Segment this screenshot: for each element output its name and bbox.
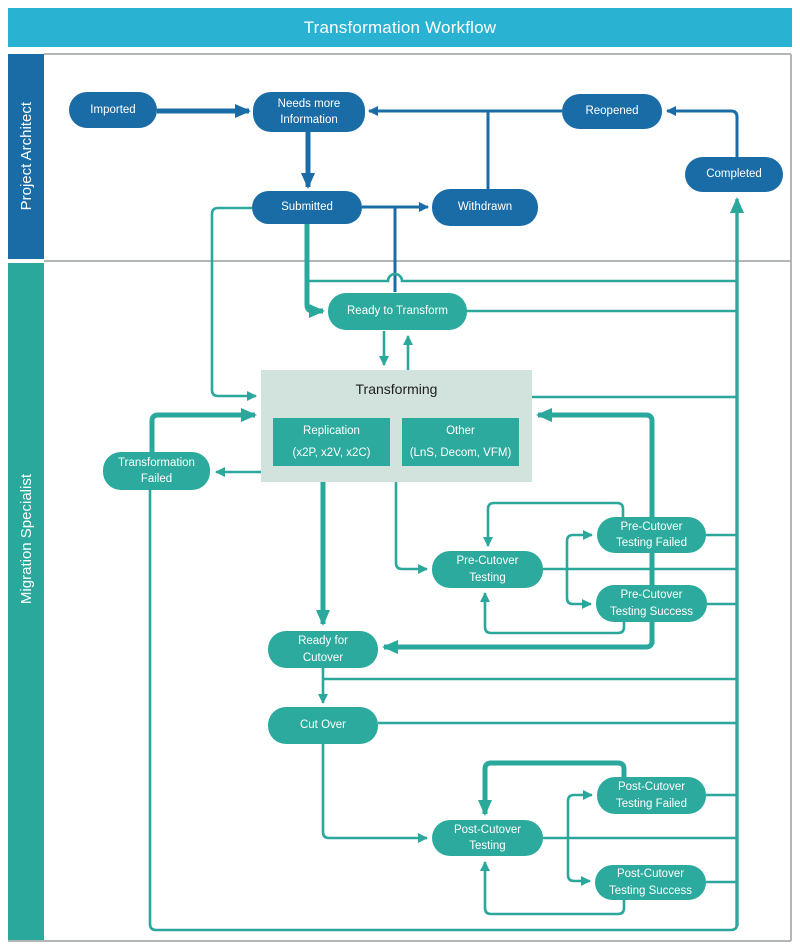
node-ready-to-transform[interactable]: Ready to Transform (328, 293, 467, 330)
node-pre-cutover-testing-success[interactable]: Pre-Cutover Testing Success (596, 585, 707, 622)
edge-post-cutover-testing-to-post-cutover-testing-success (566, 838, 591, 886)
node-reopened[interactable]: Reopened (562, 94, 662, 129)
node-withdrawn[interactable]: Withdrawn (432, 189, 538, 226)
diagram-title: Transformation Workflow (303, 17, 497, 37)
edge-post-cutover-testing-to-post-cutover-testing-failed (566, 790, 593, 838)
node-post-cutover-testing-failed[interactable]: Post-Cutover Testing Failed (597, 777, 706, 814)
lane-label-migration-specialist: Migration Specialist (8, 263, 44, 940)
edge-pre-cutover-testing-failed-to-pre-cutover-testing (483, 501, 625, 547)
edge-submitted-to-transforming (210, 206, 257, 401)
edge-cut-over-to-post-cutover-testing (321, 744, 428, 843)
node-replication[interactable]: Replication (x2P, x2V, x2C) (273, 418, 390, 466)
edge-transformation-failed-to-transforming (149, 408, 257, 452)
edge-pre-cutover-testing-to-pre-cutover-testing-success (565, 569, 592, 609)
node-cut-over[interactable]: Cut Over (268, 707, 378, 744)
node-pre-cutover-testing[interactable]: Pre-Cutover Testing (432, 551, 543, 588)
edge-transforming-to-pre-cutover-testing (394, 482, 428, 574)
transforming-title: Transforming (355, 381, 438, 397)
edge-pre-cutover-testing-to-pre-cutover-testing-failed (565, 530, 593, 569)
node-transformation-failed[interactable]: Transformation Failed (103, 452, 210, 490)
node-imported[interactable]: Imported (69, 92, 157, 128)
edge-pre-cutover-testing-failed-to-transforming (536, 408, 655, 644)
node-needs-more-information[interactable]: Needs more Information (253, 92, 365, 132)
node-other[interactable]: Other (LnS, Decom, VFM) (402, 418, 519, 466)
edge-pre-cutover-testing-success-to-ready-for-cutover (382, 622, 655, 654)
node-ready-for-cutover[interactable]: Ready for Cutover (268, 631, 378, 668)
edge-completed-to-reopened (666, 106, 739, 157)
node-transforming[interactable]: Transforming Replication (x2P, x2V, x2C)… (261, 370, 532, 482)
node-pre-cutover-testing-failed[interactable]: Pre-Cutover Testing Failed (597, 517, 706, 553)
edge-post-cutover-testing-success-to-post-cutover-testing (480, 861, 626, 916)
node-post-cutover-testing-success[interactable]: Post-Cutover Testing Success (595, 865, 706, 900)
node-completed[interactable]: Completed (685, 157, 783, 192)
node-post-cutover-testing[interactable]: Post-Cutover Testing (432, 820, 543, 856)
edge-submitted-to-ready-to-transform (304, 223, 325, 318)
edge-submitted-to-completed-rail (307, 272, 736, 283)
edge-transformation-failed-to-completed-rail (148, 490, 739, 932)
edge-pre-cutover-testing-success-to-pre-cutover-testing (480, 592, 626, 635)
lane-label-project-architect: Project Architect (8, 54, 44, 259)
edge-post-cutover-testing-failed-to-post-cutover-testing (478, 760, 627, 816)
diagram-title-bar: Transformation Workflow (8, 8, 792, 47)
node-submitted[interactable]: Submitted (252, 191, 362, 224)
